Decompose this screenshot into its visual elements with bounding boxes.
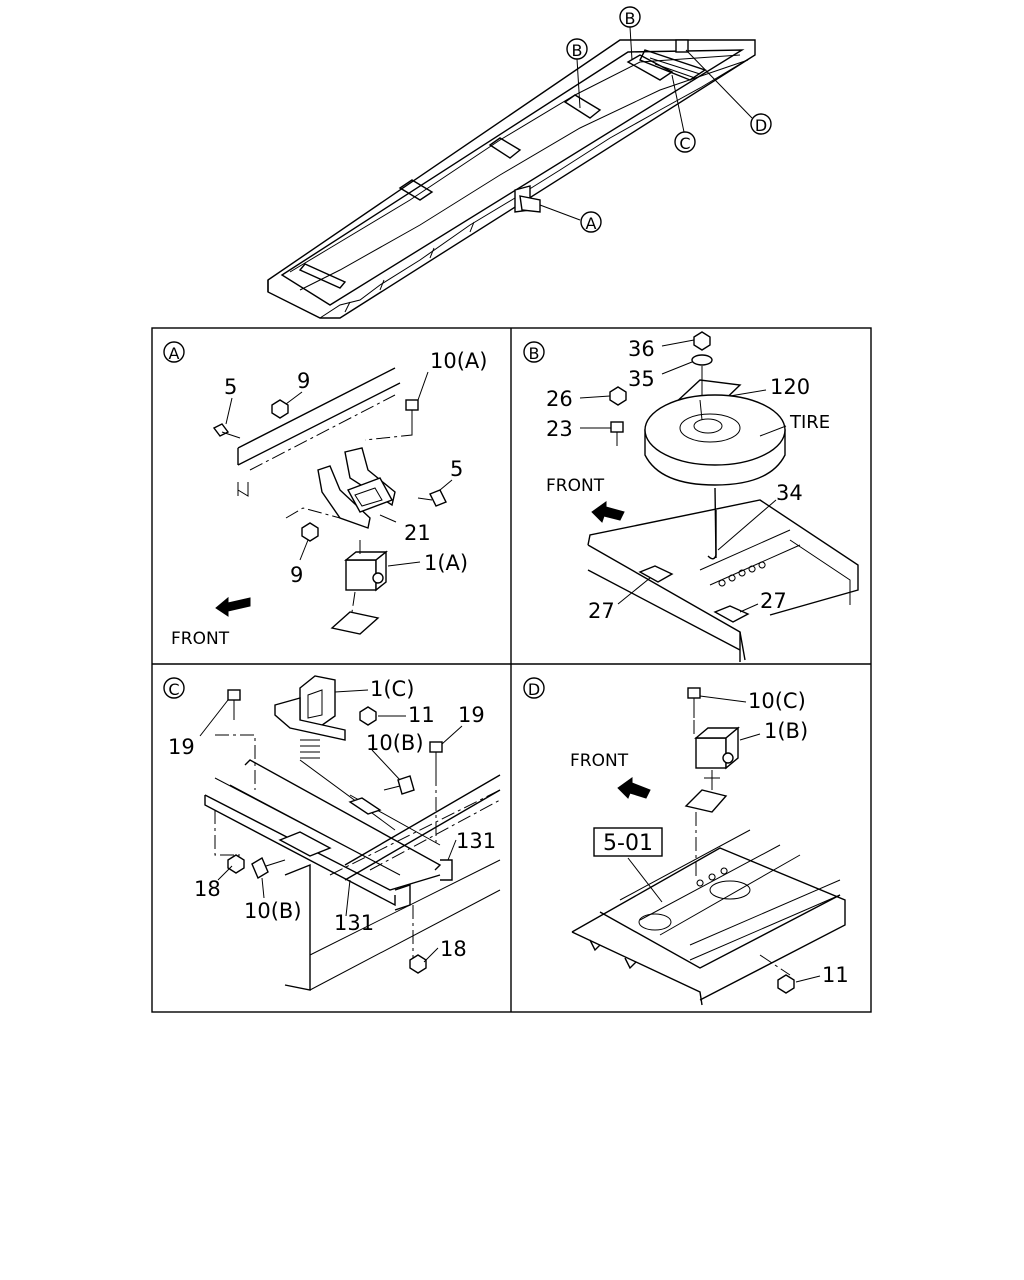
pad-27-right — [713, 605, 750, 623]
nut-9-lower — [301, 522, 319, 542]
panel-b-letter: B — [529, 344, 540, 363]
nut-36 — [693, 331, 711, 351]
rubber-stop-1a — [330, 540, 388, 635]
bolt-10b-lower — [251, 856, 286, 880]
label-c-18-left: 18 — [194, 877, 221, 901]
panel-d: D FRONT 5-01 — [523, 677, 849, 1006]
label-b-tire: TIRE — [789, 412, 830, 433]
label-d-1b: 1(B) — [764, 719, 808, 743]
label-b-26: 26 — [546, 387, 573, 411]
nut-18-left — [227, 854, 245, 874]
reference-label-5-01: 5-01 — [603, 831, 653, 856]
front-arrow-a: FRONT — [171, 596, 251, 649]
nut-11-d — [777, 974, 795, 994]
washer-35 — [691, 354, 713, 366]
overview-callouts: B B D C A — [539, 6, 772, 233]
label-b-36: 36 — [628, 337, 655, 361]
overview-callout-c: C — [679, 134, 690, 153]
overview-callout-d: D — [755, 116, 767, 135]
label-c-19-right: 19 — [458, 703, 485, 727]
overview-callout-b: B — [572, 41, 583, 60]
panel-b-front-label: FRONT — [546, 476, 605, 496]
panel-d-letter: D — [528, 680, 540, 699]
panel-c: C — [163, 675, 501, 991]
label-a-21: 21 — [404, 521, 431, 545]
label-c-131-lower: 131 — [334, 911, 374, 935]
label-c-10b-top: 10(B) — [366, 731, 424, 755]
nut-18-lower — [409, 954, 427, 974]
label-c-1c: 1(C) — [370, 677, 414, 701]
front-arrow-b: FRONT — [546, 476, 625, 523]
front-arrow-d: FRONT — [570, 751, 651, 799]
panel-a-front-label: FRONT — [171, 629, 230, 649]
label-a-9-lower: 9 — [290, 563, 303, 587]
panel-a: A — [163, 341, 487, 649]
bolt-10a — [364, 399, 419, 441]
bolt-10c — [687, 687, 701, 718]
label-a-10a: 10(A) — [430, 349, 487, 373]
spare-tire — [644, 394, 786, 486]
overview-callout-b-top: B — [625, 9, 636, 28]
label-b-34: 34 — [776, 481, 803, 505]
label-d-10c: 10(C) — [748, 689, 806, 713]
detail-panel-grid — [151, 327, 872, 1013]
label-a-5: 5 — [224, 375, 237, 399]
hook-34 — [707, 487, 717, 560]
label-b-23: 23 — [546, 417, 573, 441]
nut-11-c — [359, 706, 377, 726]
label-a-1a: 1(A) — [424, 551, 468, 575]
bolt-10b-top — [383, 775, 415, 795]
panel-c-letter: C — [168, 680, 179, 699]
label-a-5-right: 5 — [450, 457, 463, 481]
label-a-9: 9 — [297, 369, 310, 393]
label-b-27-right: 27 — [760, 589, 787, 613]
nut-26 — [609, 386, 627, 406]
label-b-120: 120 — [770, 375, 810, 399]
panel-a-letter: A — [169, 344, 180, 363]
bolt-5-right — [417, 489, 447, 507]
label-c-11: 11 — [408, 703, 435, 727]
label-c-10b-lower: 10(B) — [244, 899, 302, 923]
label-b-35: 35 — [628, 367, 655, 391]
bolt-19-left — [227, 689, 241, 720]
panel-b: B — [523, 331, 859, 662]
panel-d-front-label: FRONT — [570, 751, 629, 771]
label-b-27-left: 27 — [588, 599, 615, 623]
rubber-stop-1b — [684, 720, 740, 880]
label-c-18-lower: 18 — [440, 937, 467, 961]
label-d-11: 11 — [822, 963, 849, 987]
label-c-131-right: 131 — [456, 829, 496, 853]
chassis-frame-overview — [267, 39, 756, 319]
reference-box-5-01[interactable]: 5-01 — [593, 827, 663, 903]
pad-27-left — [638, 565, 674, 583]
bolt-5-left — [212, 423, 241, 439]
bracket-21 — [317, 447, 396, 529]
bolt-19-right — [429, 741, 443, 845]
bolt-23 — [610, 421, 624, 446]
overview-callout-a: A — [586, 214, 597, 233]
label-c-19-left: 19 — [168, 735, 195, 759]
bracket-1c — [274, 675, 346, 741]
nut-9-top — [271, 399, 289, 419]
